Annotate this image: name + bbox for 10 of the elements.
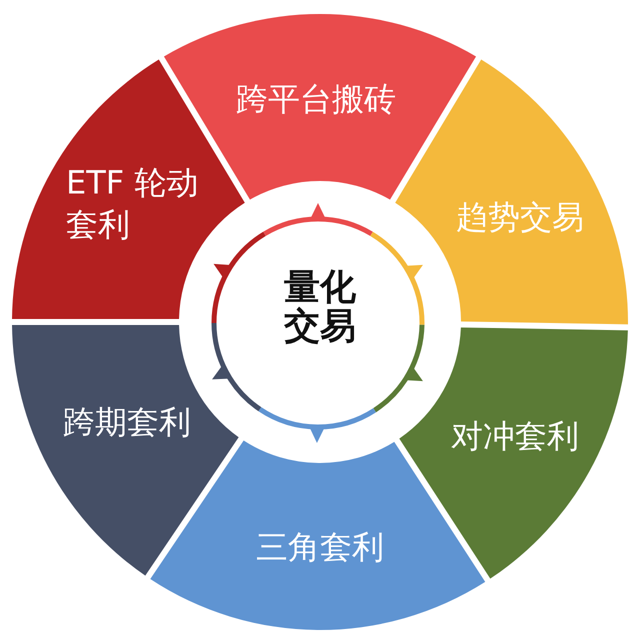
segment-label: 对冲套利 (451, 416, 579, 458)
hub-label: 量化交易 (283, 269, 357, 347)
segment-label: 趋势交易 (456, 197, 584, 238)
wheel-segment (399, 327, 628, 579)
segment-label: 跨平台搬砖 (236, 79, 396, 120)
wheel-segment (395, 59, 628, 325)
segment-label: ETF 轮动套利 (66, 162, 200, 245)
segment-label: 三角套利 (256, 527, 384, 568)
wheel-segment (12, 325, 239, 576)
segment-label: 跨期套利 (63, 402, 191, 444)
